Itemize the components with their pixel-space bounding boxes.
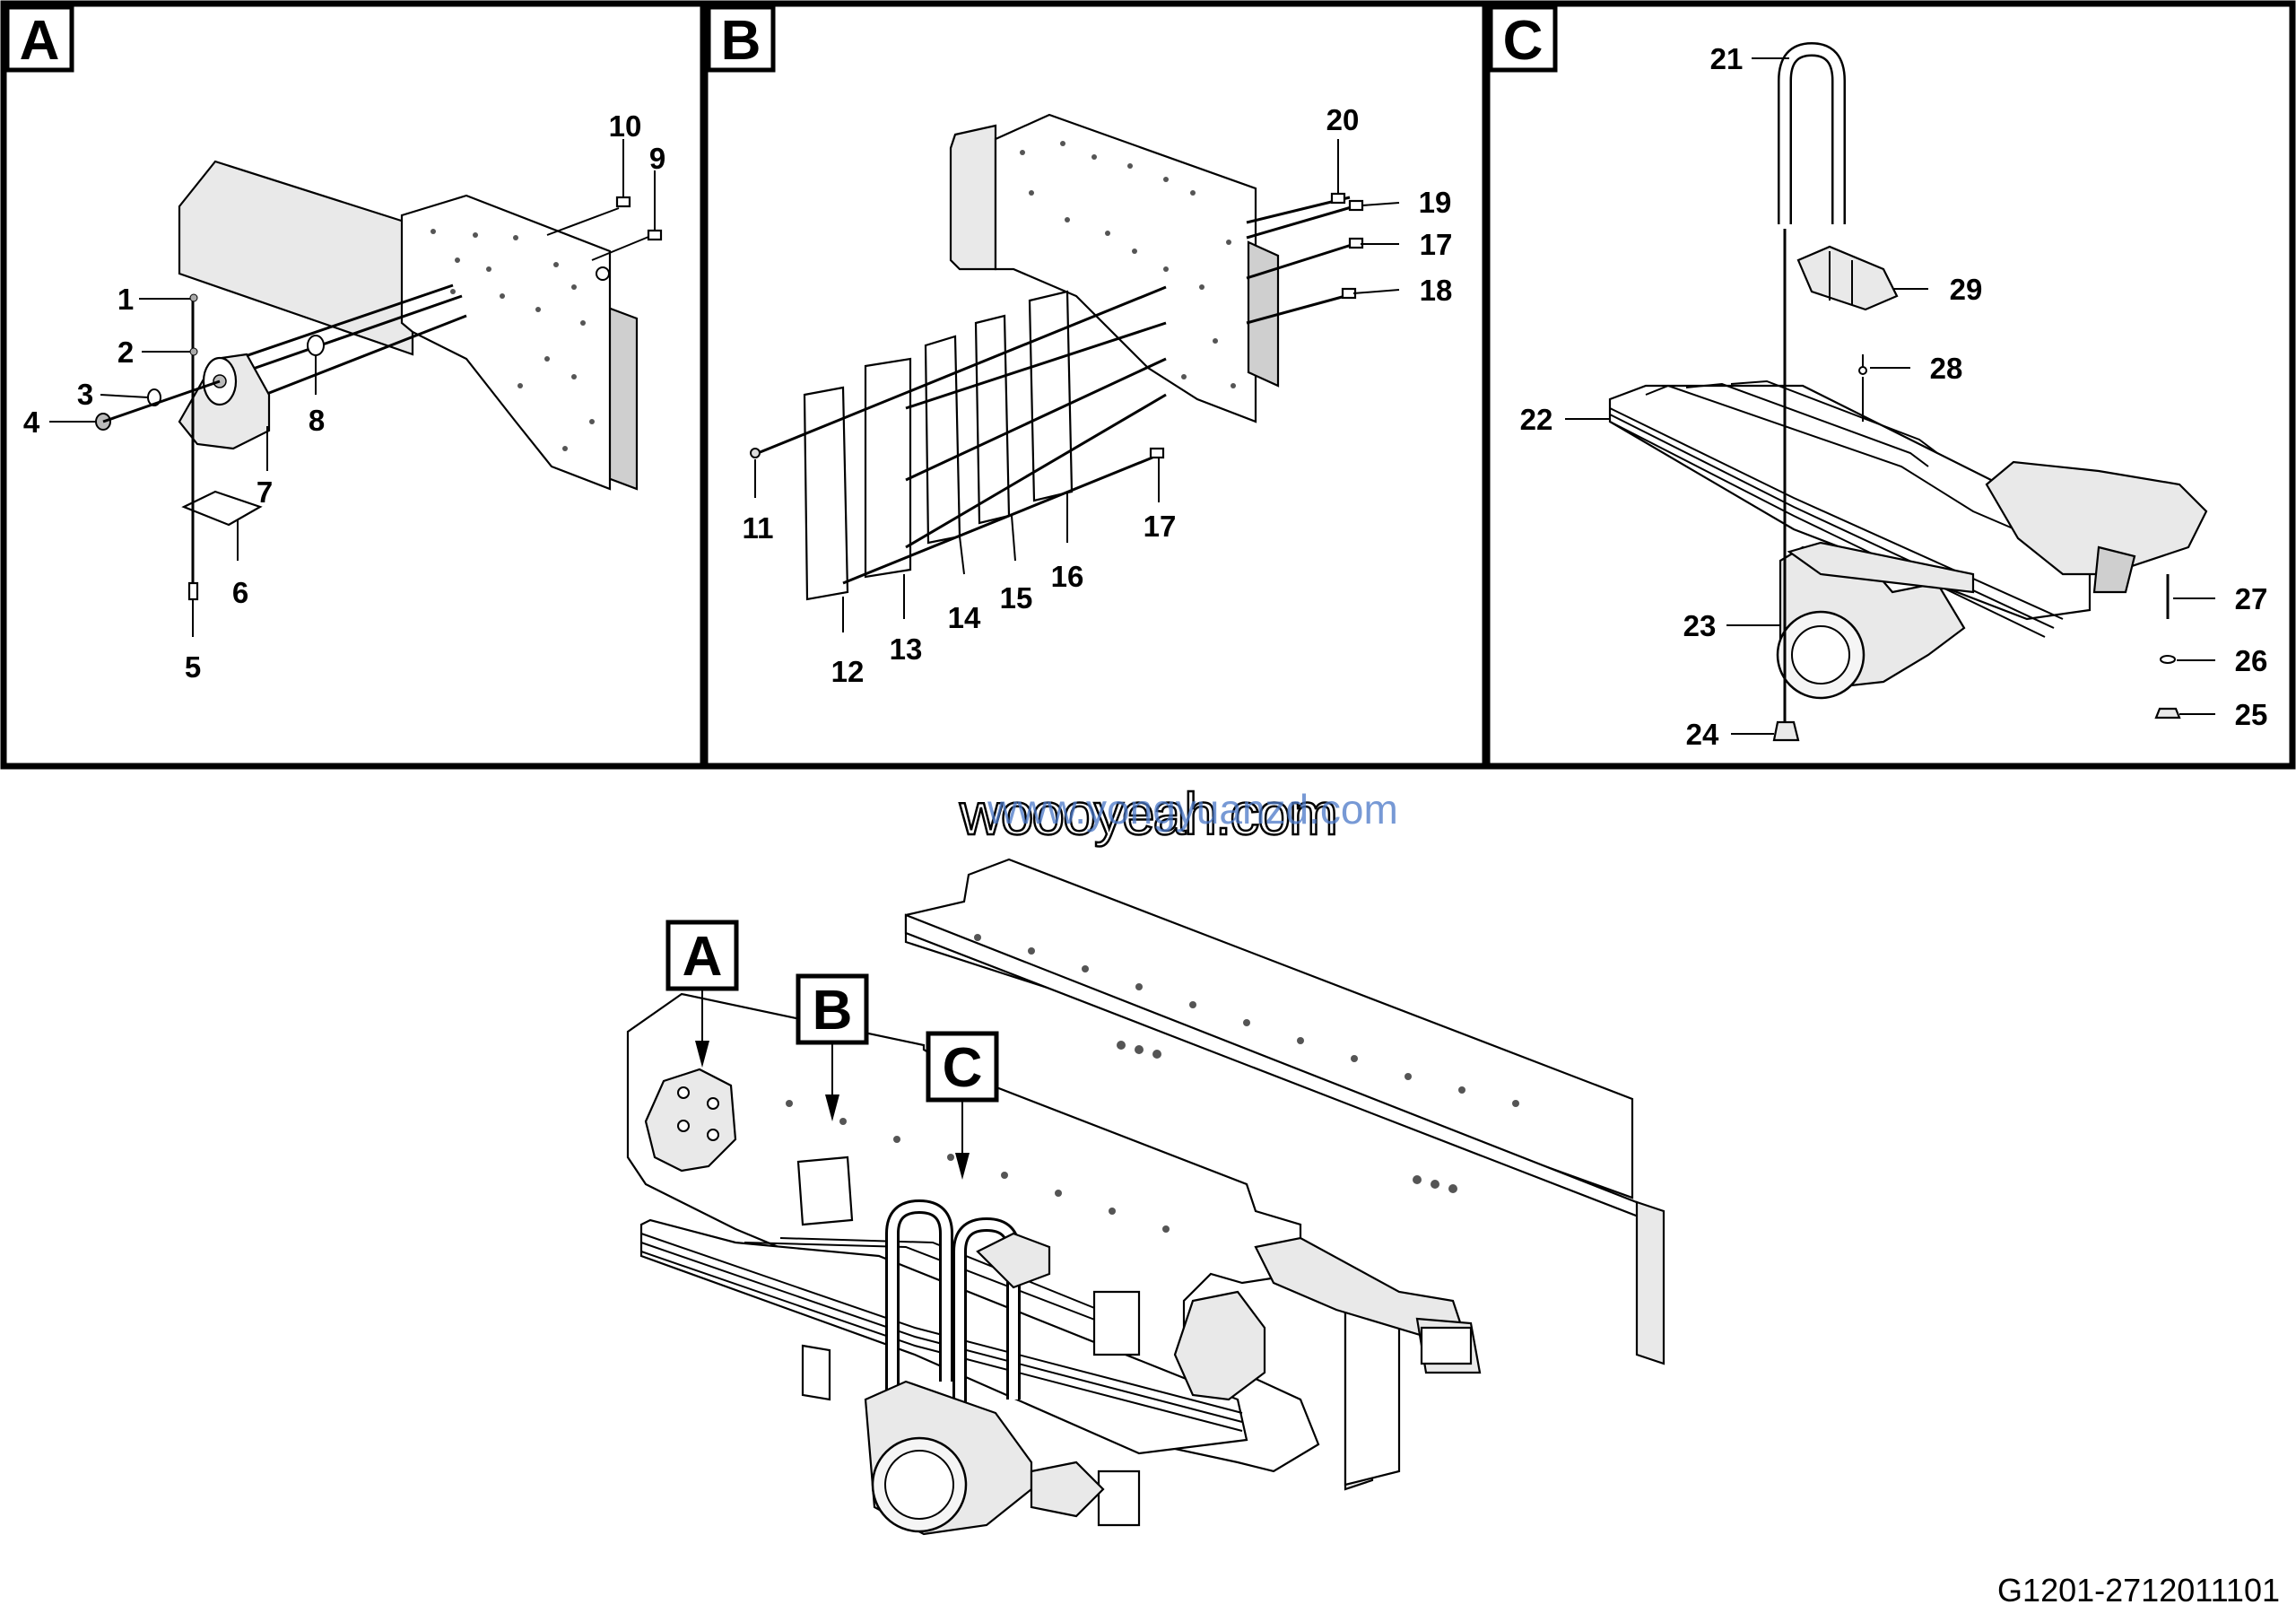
panel-c-callouts: 21 22 23 24 25 26 27 28 29 <box>1520 42 2268 751</box>
callout-23: 23 <box>1683 609 1717 642</box>
panel-a-plate-holes <box>430 229 595 451</box>
panel-b-callouts: 11 12 13 14 15 16 17 17 18 19 20 <box>743 103 1453 688</box>
svg-text:C: C <box>943 1037 983 1099</box>
panel-c-drawing <box>1608 41 2208 742</box>
callout-17-upper: 17 <box>1420 228 1453 261</box>
callout-21: 21 <box>1710 42 1744 75</box>
plate-14 <box>924 335 961 545</box>
callout-28: 28 <box>1930 352 1963 385</box>
callout-27: 27 <box>2235 582 2268 615</box>
plate-12 <box>803 386 849 601</box>
callout-10: 10 <box>609 109 642 143</box>
overview-label-c: C <box>926 1031 999 1180</box>
plate-13 <box>864 357 912 579</box>
panel-c-label: C <box>1488 4 1558 73</box>
plate-16 <box>1028 290 1074 502</box>
callout-6: 6 <box>232 576 248 609</box>
callout-20: 20 <box>1326 103 1360 136</box>
svg-text:C: C <box>1503 10 1544 72</box>
drawing-id: G1201-2712011101 <box>1997 1572 2280 1609</box>
svg-text:B: B <box>721 10 761 72</box>
callout-5: 5 <box>185 650 201 684</box>
callout-11: 11 <box>743 511 774 545</box>
callout-19: 19 <box>1419 186 1452 219</box>
panel-c-frame <box>1483 0 2296 770</box>
watermark: woooyeah.com www.yongyuanzd.com <box>958 780 1398 849</box>
plate-15 <box>974 314 1011 525</box>
callout-15: 15 <box>1000 581 1033 615</box>
overview-label-b: B <box>796 973 869 1121</box>
panel-a-callouts: 1 2 3 4 5 6 7 8 9 10 <box>23 109 665 684</box>
callout-3: 3 <box>77 378 93 411</box>
callout-18: 18 <box>1420 274 1453 307</box>
svg-text:B: B <box>813 980 853 1042</box>
callout-22: 22 <box>1520 403 1553 436</box>
callout-14: 14 <box>948 601 981 634</box>
callout-7: 7 <box>257 475 273 509</box>
overview-drawing <box>626 858 1665 1536</box>
callout-2: 2 <box>117 336 134 369</box>
panel-b-drawing <box>750 113 1364 601</box>
svg-text:A: A <box>683 926 723 988</box>
panel-b-plate-holes <box>1020 141 1236 388</box>
callout-29: 29 <box>1950 273 1983 306</box>
svg-text:www.yongyuanzd.com: www.yongyuanzd.com <box>987 786 1398 833</box>
callout-9: 9 <box>649 142 665 175</box>
svg-text:A: A <box>20 10 60 72</box>
callout-1: 1 <box>117 283 134 316</box>
panel-a-drawing <box>95 160 663 601</box>
callout-4: 4 <box>23 406 40 439</box>
callout-16: 16 <box>1051 560 1084 593</box>
callout-13: 13 <box>890 632 923 666</box>
callout-25: 25 <box>2235 698 2268 731</box>
callout-24: 24 <box>1686 718 1719 751</box>
overview-plate-holes <box>786 934 1519 1233</box>
panel-b-label: B <box>706 4 776 73</box>
callout-12: 12 <box>831 655 865 688</box>
svg-text:woooyeah.com: woooyeah.com <box>959 780 1336 847</box>
callout-17-lower: 17 <box>1144 510 1177 543</box>
panel-a-label: A <box>4 4 74 73</box>
callout-8: 8 <box>309 404 325 437</box>
callout-26: 26 <box>2235 644 2268 677</box>
overview-label-a: A <box>665 920 739 1068</box>
panel-b-frame <box>701 0 1489 770</box>
